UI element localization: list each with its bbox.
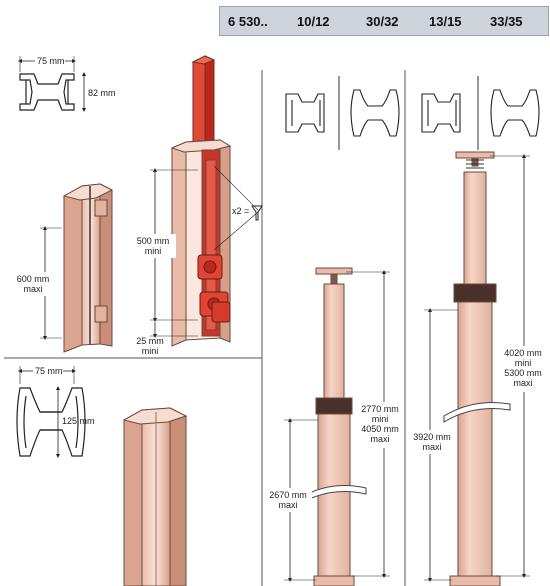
short-post-section: 600 mm maxi	[16, 183, 114, 353]
tall-pole-dimensions: 4020 mm mini 5300 mm maxi 3920 mm maxi	[410, 154, 549, 582]
top-profile-section: 75 mm 82 mm	[18, 55, 116, 112]
mid-pole-height-mini: 2770 mm	[361, 404, 399, 414]
large-profile-post	[122, 407, 188, 586]
tall-pole-base-height: 3920 mm	[413, 432, 451, 442]
profile-crosssection-large	[16, 387, 86, 457]
mid-pole-base-height: 2670 mm	[269, 490, 307, 500]
top-profile-height-label: 82 mm	[88, 88, 116, 98]
mid-telescopic-pole	[313, 267, 355, 586]
mid-pole-height-maxi: 4050 mm	[361, 424, 399, 434]
socket-column-section: 500 mm mini 25 mm mini x2 =	[130, 55, 263, 356]
mid-panel-profile-icons	[285, 76, 400, 150]
tall-pole-height-mini: 4020 mm	[504, 348, 542, 358]
section-dividers	[4, 70, 406, 586]
socket-outlets	[197, 254, 231, 323]
tall-telescopic-pole	[449, 151, 501, 586]
tall-pole-break-mark	[443, 402, 511, 423]
tall-pole-thread	[466, 159, 484, 169]
socket-clearance-label: 25 mm	[136, 336, 164, 346]
tall-pole-height-mini-qualifier: mini	[515, 358, 532, 368]
header-cell-1012: 10/12	[297, 14, 330, 29]
mid-pole-dimensions: 2770 mm mini 4050 mm maxi 2670 mm maxi	[264, 270, 404, 582]
socket-height-label: 500 mm	[137, 236, 170, 246]
right-panel-profile-icons	[421, 76, 540, 150]
bottom-profile-section: 75 mm 125 mm	[16, 365, 95, 458]
screw-icon	[251, 205, 263, 221]
short-post-body	[62, 183, 114, 353]
bottom-profile-height-label: 125 mm	[62, 416, 95, 426]
short-post-height-label: 600 mm	[17, 274, 50, 284]
short-post-height-qualifier: maxi	[23, 284, 42, 294]
header-cell-ref: 6 530..	[228, 14, 268, 29]
mid-pole-height-maxi-qualifier: maxi	[370, 434, 389, 444]
mid-pole-break-mark	[299, 485, 367, 505]
mid-pole-height-mini-qualifier: mini	[372, 414, 389, 424]
mid-pole-base-qualifier: maxi	[278, 500, 297, 510]
top-profile-width-label: 75 mm	[37, 56, 65, 66]
screws-label: x2 =	[232, 206, 249, 216]
tall-pole-height-maxi-qualifier: maxi	[513, 378, 532, 388]
reference-header-bar: 6 530.. 10/12 30/32 13/15 33/35	[219, 6, 549, 36]
tall-pole-base-qualifier: maxi	[422, 442, 441, 452]
tall-pole-height-maxi: 5300 mm	[504, 368, 542, 378]
bottom-profile-width-label: 75 mm	[35, 366, 63, 376]
header-cell-3335: 33/35	[490, 14, 523, 29]
header-cell-1315: 13/15	[429, 14, 462, 29]
socket-height-qualifier: mini	[145, 246, 162, 256]
socket-clearance-qualifier: mini	[142, 346, 159, 356]
header-cell-3032: 30/32	[366, 14, 399, 29]
profile-crosssection-small	[19, 73, 75, 111]
